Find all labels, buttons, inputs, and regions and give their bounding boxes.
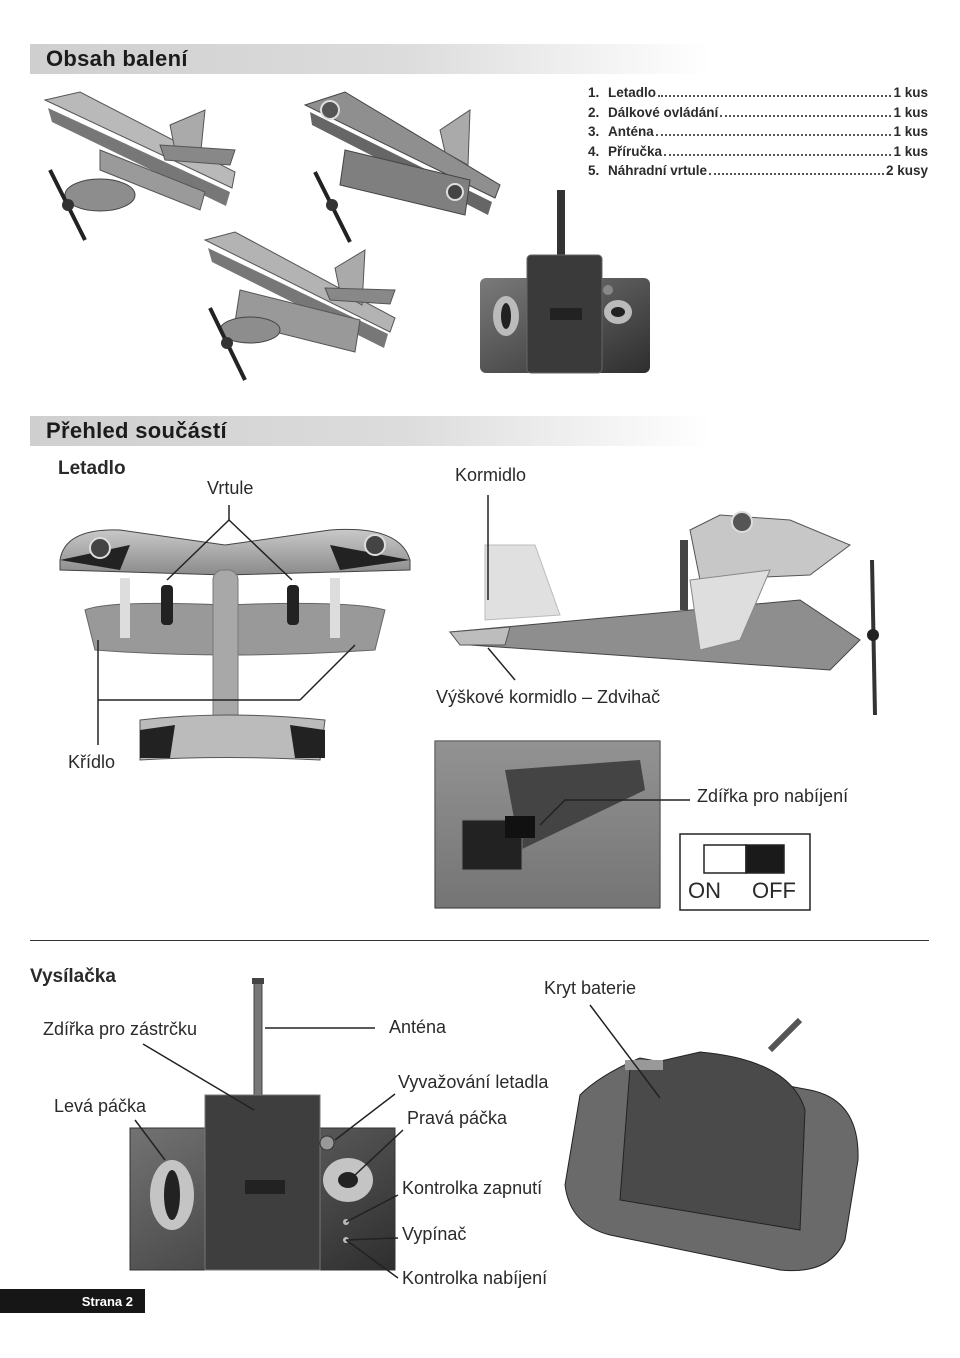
switch-off-label: OFF	[752, 878, 796, 903]
switch-on-label: ON	[688, 878, 721, 903]
section-divider	[30, 940, 929, 941]
wing-label: Křídlo	[68, 752, 116, 772]
plane-leader-lines	[97, 495, 516, 745]
transmitter-leader-lines	[134, 1004, 661, 1279]
parts-banner: Přehled součástí	[30, 416, 710, 446]
charging-socket-label: Zdířka pro nabíjení	[697, 786, 849, 806]
switch-diagram	[679, 833, 811, 911]
elevator-label: Výškové kormidlo – Zdvihač	[436, 687, 661, 707]
power-led-label: Kontrolka zapnutí	[402, 1178, 543, 1198]
plane-image-1	[43, 91, 236, 241]
trim-label: Vyvažování letadla	[398, 1072, 549, 1092]
plane-heading: Letadlo	[58, 458, 126, 479]
plug-socket-label: Zdířka pro zástrčku	[43, 1019, 198, 1039]
battery-cover-label: Kryt baterie	[544, 978, 637, 998]
charging-socket-photo	[434, 740, 690, 909]
transmitter-heading: Vysílačka	[30, 966, 116, 987]
left-stick-label: Levá páčka	[54, 1096, 147, 1116]
transmitter-back-image	[564, 1017, 859, 1272]
plane-image-3	[203, 231, 396, 381]
plane-side-view	[448, 511, 879, 716]
contents-title: Obsah balení	[46, 46, 188, 71]
page-number: Strana 2	[81, 1294, 133, 1309]
plane-image-2	[303, 91, 501, 243]
contents-banner: Obsah balení	[30, 44, 710, 74]
parts-title: Přehled součástí	[46, 418, 227, 443]
plane-top-view	[59, 528, 411, 761]
antenna-label: Anténa	[389, 1017, 447, 1037]
propeller-label: Vrtule	[207, 478, 254, 498]
power-switch-label: Vypínač	[402, 1224, 467, 1244]
page-footer: Strana 2	[0, 1289, 145, 1313]
right-stick-label: Pravá páčka	[407, 1108, 508, 1128]
transmitter-image-small	[480, 190, 650, 374]
charge-led-label: Kontrolka nabíjení	[402, 1268, 548, 1288]
rudder-label: Kormidlo	[455, 465, 527, 485]
transmitter-front-image	[129, 978, 396, 1271]
